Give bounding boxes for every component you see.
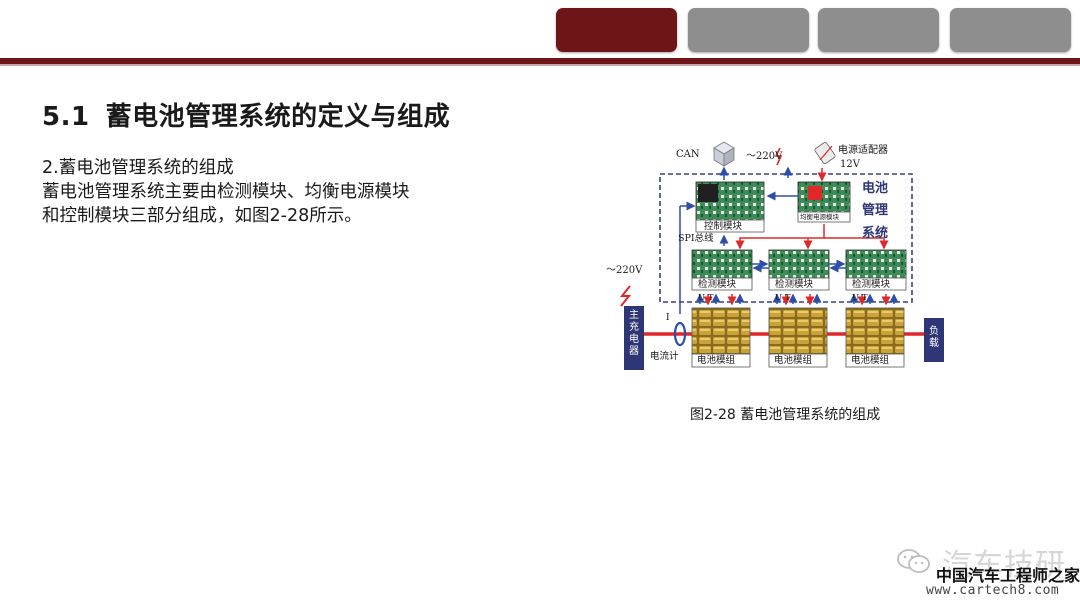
nav-tab-1[interactable]	[556, 8, 677, 52]
label-spi-bus: SPI总线	[678, 233, 714, 244]
watermark-brand: 汽车技研	[942, 548, 1066, 583]
label-ut-2: U T	[775, 293, 791, 303]
battery-module-2	[768, 307, 828, 368]
wechat-icon	[897, 549, 930, 573]
body-text: 2.蓄电池管理系统的组成 蓄电池管理系统主要由检测模块、均衡电源模块 和控制模块…	[42, 156, 502, 228]
bms-diagram-graphics	[619, 141, 944, 370]
label-ut-1: U T	[698, 293, 714, 303]
control-module-label-box	[695, 219, 765, 233]
detect-module-1	[691, 249, 753, 291]
header-rule-shadow	[0, 64, 1080, 66]
can-cube-icon	[713, 141, 735, 167]
battery-module-3	[845, 307, 905, 368]
watermark-site-name: 中国汽车工程师之家	[936, 566, 1080, 585]
label-detect-3: 检测模块	[852, 279, 891, 290]
label-main-charger: 主充电器	[629, 310, 639, 357]
label-adapter: 电源适配器	[838, 145, 888, 156]
label-current-meter: 电流计	[650, 351, 679, 362]
detect-module-2	[768, 249, 830, 291]
nav-tab-2[interactable]	[688, 8, 809, 52]
body-line-2: 和控制模块三部分组成，如图2-28所示。	[42, 206, 362, 226]
bms-diagram: CAN ～220V 电源适配器 12V 控制模块 均衡电源模块 电池 管理 系统…	[600, 138, 960, 378]
main-charger-panel	[624, 306, 644, 370]
current-sensor-icon	[673, 321, 687, 347]
label-bms-3: 系统	[862, 226, 889, 241]
label-battery-3: 电池模组	[851, 355, 890, 366]
signal-wiring	[679, 166, 899, 314]
label-ac-left: ～220V	[606, 265, 643, 276]
label-adapter-voltage: 12V	[840, 159, 860, 170]
label-ac-top: ～220V	[746, 151, 783, 162]
label-bms-1: 电池	[862, 181, 889, 196]
figure-caption: 图2-28 蓄电池管理系统的组成	[690, 407, 881, 423]
nav-tab-4[interactable]	[950, 8, 1071, 52]
label-battery-1: 电池模组	[697, 355, 736, 366]
section-number: 5.1	[42, 102, 90, 132]
lightning-icon-left	[619, 285, 632, 307]
load-panel	[924, 318, 944, 362]
power-adapter-icon	[814, 141, 836, 165]
section-title-text: 蓄电池管理系统的定义与组成	[105, 102, 451, 132]
label-current: I	[666, 313, 670, 323]
subheading: 2.蓄电池管理系统的组成	[42, 158, 234, 178]
label-load: 负载	[929, 326, 939, 349]
label-can: CAN	[676, 149, 700, 160]
lightning-icon-top	[774, 147, 783, 166]
label-ut-3: U T	[852, 293, 868, 303]
label-bms-2: 管理	[862, 203, 889, 218]
section-title: 5.1 蓄电池管理系统的定义与组成	[42, 96, 450, 133]
label-balance-module: 均衡电源模块	[800, 213, 839, 221]
label-battery-2: 电池模组	[774, 355, 813, 366]
nav-tab-3[interactable]	[818, 8, 939, 52]
top-navigation-bar	[0, 0, 1080, 70]
balance-module-label-box	[797, 211, 851, 223]
body-line-1: 蓄电池管理系统主要由检测模块、均衡电源模块	[42, 182, 410, 202]
power-wiring	[703, 168, 891, 306]
label-control-module: 控制模块	[704, 221, 743, 232]
watermark-url: www.cartech8.com	[926, 583, 1060, 598]
battery-module-1	[691, 307, 751, 368]
detect-module-3	[845, 249, 907, 291]
label-detect-2: 检测模块	[775, 279, 814, 290]
balance-module-board	[797, 181, 851, 213]
header-rule	[0, 58, 1080, 64]
label-detect-1: 检测模块	[698, 279, 737, 290]
